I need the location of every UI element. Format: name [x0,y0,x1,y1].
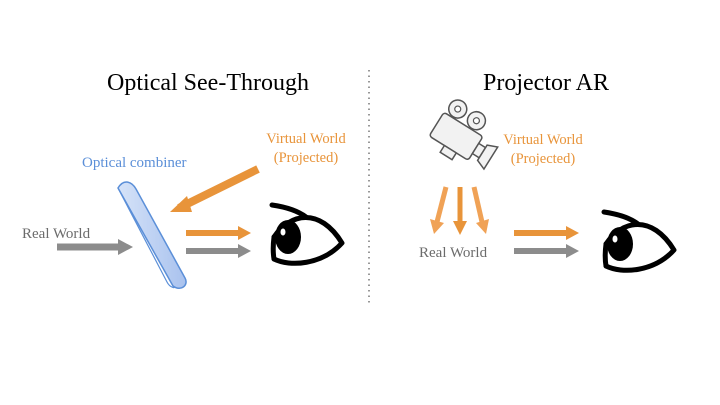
left-virtual-world-label: Virtual World [266,131,346,147]
right-title: Projector AR [483,70,609,96]
projection-arrow-center [453,187,467,235]
left-virtual-world-sublabel: (Projected) [274,150,339,166]
right-real-world-label: Real World [419,245,488,261]
combiner-label: Optical combiner [82,155,187,171]
projection-arrow-left [430,186,449,234]
left-title: Optical See-Through [107,70,309,96]
output-gray-arrow-right [514,244,579,258]
optical-combiner [117,181,187,290]
right-virtual-world-sublabel: (Projected) [511,151,576,167]
left-real-world-label: Real World [22,226,91,242]
virtual-world-arrow-left [170,165,260,212]
projection-arrow-right [471,186,489,234]
movie-projector-icon [429,99,499,171]
output-gray-arrow-left [186,244,251,258]
output-orange-arrow-right [514,226,579,240]
right-virtual-world-label: Virtual World [503,132,583,148]
eye-icon [601,209,677,273]
eye-icon [269,202,345,266]
real-world-arrow-left [57,239,133,255]
projection-arrows [430,186,489,235]
output-orange-arrow-left [186,226,251,240]
